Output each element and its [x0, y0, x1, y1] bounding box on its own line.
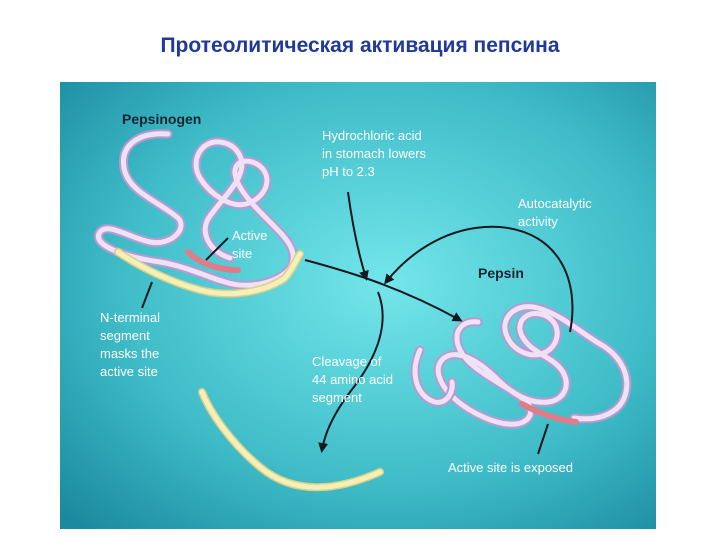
hcl-label-line1: Hydrochloric acid — [322, 128, 422, 143]
exposed-site-pointer — [537, 423, 549, 455]
cleavage-arrow — [318, 291, 384, 453]
released-peptide — [198, 388, 384, 492]
autocatalytic-label-line1: Autocatalytic — [518, 196, 592, 211]
n-terminal-label-line1: N-terminal — [100, 310, 160, 325]
slide-title: Протеолитическая активация пепсина — [160, 34, 560, 57]
exposed-site-label: Active site is exposed — [448, 460, 573, 475]
hcl-label-line2: in stomach lowers — [322, 146, 427, 161]
pepsin-label: Pepsin — [478, 265, 524, 281]
autocatalytic-arrow — [384, 225, 574, 333]
n-terminal-label-line3: masks the — [100, 346, 159, 361]
active-site-label-line2: site — [232, 246, 252, 261]
pepsinogen-label: Pepsinogen — [122, 111, 201, 127]
n-terminal-label-line4: active site — [100, 364, 158, 379]
activation-arrow — [304, 259, 463, 322]
pepsinogen-active-site — [185, 249, 241, 273]
pepsin-active-site — [519, 401, 579, 425]
n-terminal-label-line2: segment — [100, 328, 150, 343]
hcl-label-line3: pH to 2.3 — [322, 164, 375, 179]
pepsinogen-protein — [94, 129, 304, 298]
n-terminal-pointer — [141, 281, 153, 309]
autocatalytic-label-line2: activity — [518, 214, 558, 229]
active-site-pointer — [205, 237, 229, 261]
cleavage-label-line2: 44 amino acid — [312, 372, 393, 387]
cleavage-label-line3: segment — [312, 390, 362, 405]
pepsin-protein — [410, 302, 632, 429]
pepsin-activation-diagram: Pepsinogen Pepsin Active site Hydrochlor… — [60, 82, 656, 529]
reaction-arrows — [141, 191, 574, 455]
hcl-arrow — [347, 191, 369, 281]
cleavage-label-line1: Cleavage of — [312, 354, 382, 369]
active-site-label-line1: Active — [232, 228, 267, 243]
figure-background — [60, 82, 656, 529]
